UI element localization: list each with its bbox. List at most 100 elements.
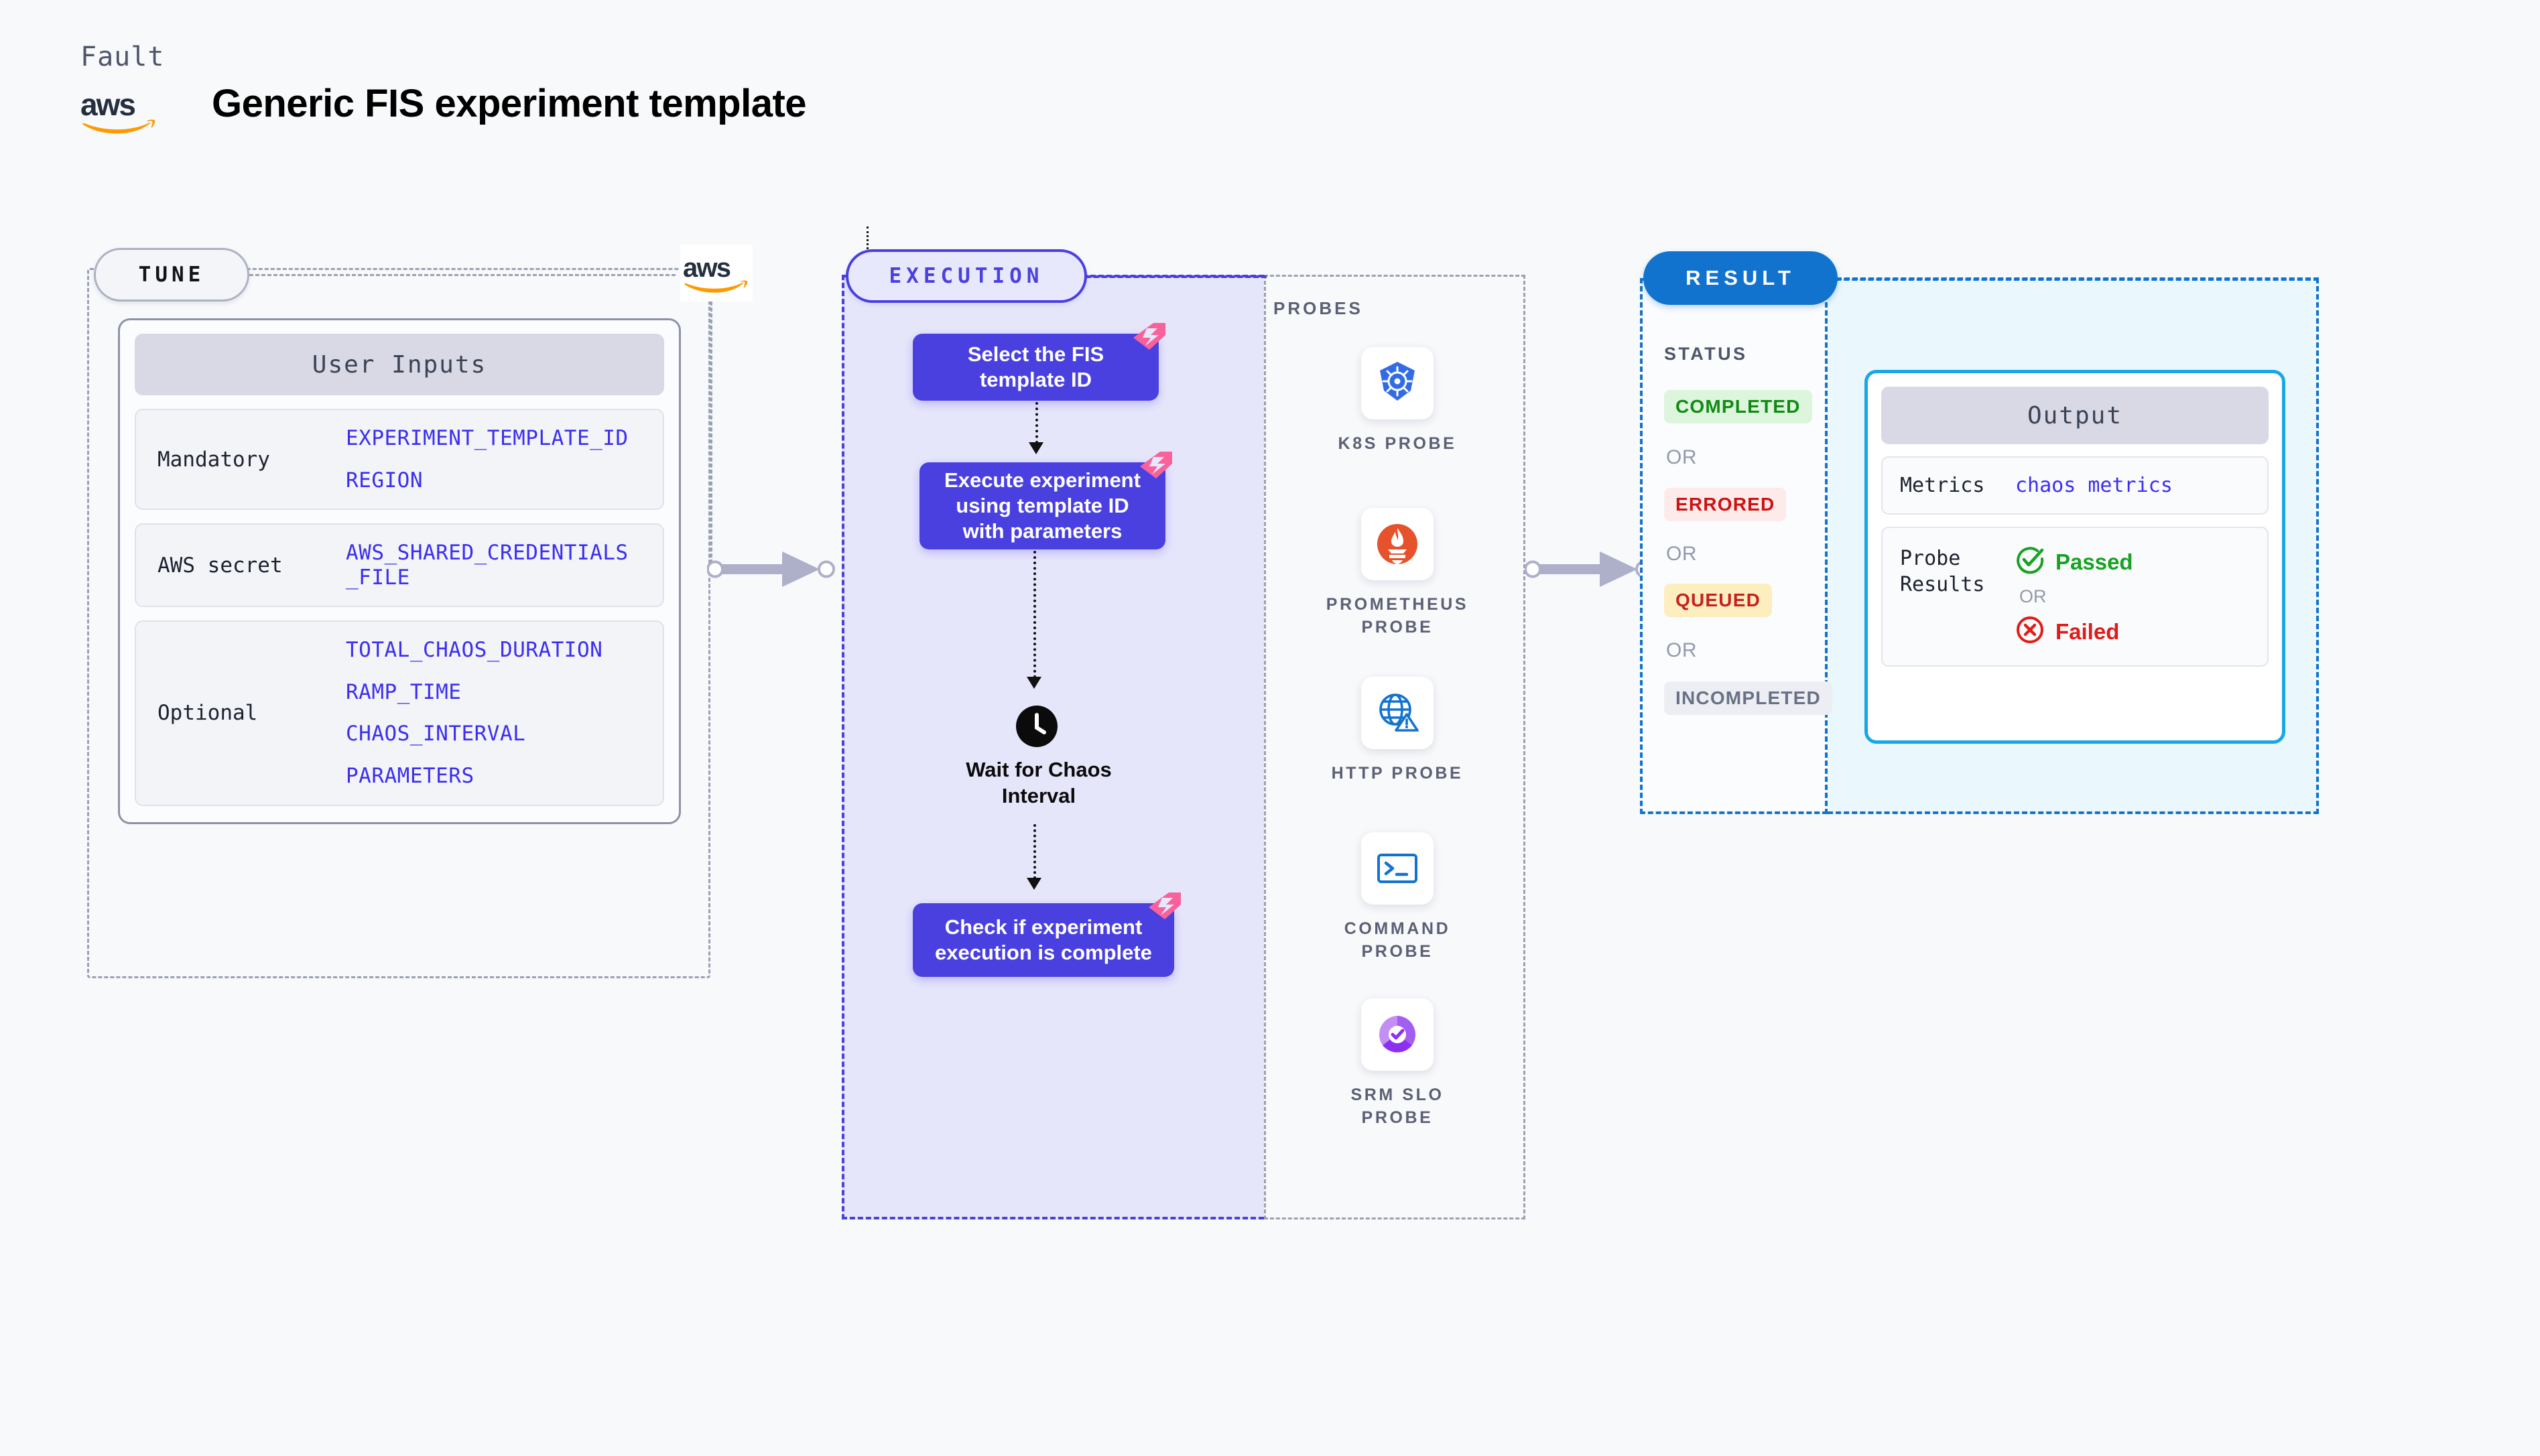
svg-text:aws: aws (80, 87, 135, 122)
execution-pill-connector (1086, 275, 1267, 278)
eyebrow-label: Fault (80, 42, 165, 72)
status-badge-label: QUEUED (1675, 590, 1761, 610)
tune-row-label: AWS secret (157, 553, 283, 578)
tune-row-values: TOTAL_CHAOS_DURATION RAMP_TIME CHAOS_INT… (346, 638, 602, 788)
probes-title: PROBES (1273, 298, 1363, 318)
http-globe-icon (1361, 677, 1434, 749)
arrowhead-step2-wait (1027, 677, 1041, 689)
user-inputs-title: User Inputs (135, 334, 664, 395)
arrowhead-wait-step3 (1027, 878, 1041, 890)
aws-logo-small: aws (680, 245, 753, 302)
variable-total-chaos-duration: TOTAL_CHAOS_DURATION (346, 638, 603, 663)
output-title: Output (1881, 387, 2269, 444)
probe-item-k8s[interactable]: K8S PROBE (1297, 347, 1498, 456)
litmuschaos-icon (1137, 448, 1175, 481)
execution-stage-pill[interactable]: EXECUTION (846, 249, 1087, 303)
terminal-icon (1361, 832, 1434, 905)
clock-icon (1016, 706, 1058, 747)
probe-item-command[interactable]: COMMAND PROBE (1297, 832, 1498, 964)
failed-label: Failed (2055, 618, 2120, 644)
tune-row-label: Mandatory (157, 447, 270, 472)
tune-pill-label: TUNE (138, 263, 205, 287)
execution-step-execute-experiment[interactable]: Execute experiment using template ID wit… (919, 452, 1172, 549)
page-header: Fault aws Generic FIS experiment templat… (80, 42, 807, 137)
execution-top-connector (867, 226, 869, 253)
wait-for-chaos-label: Wait for Chaos Interval (966, 758, 1112, 807)
user-inputs-card: User Inputs Mandatory EXPERIMENT_TEMPLAT… (118, 318, 681, 824)
probe-label: K8S PROBE (1338, 434, 1457, 453)
or-separator: OR (1666, 639, 1697, 661)
connector-step1-step2 (1035, 402, 1038, 444)
prometheus-icon (1361, 508, 1434, 580)
probe-item-prometheus[interactable]: PROMETHEUS PROBE (1297, 508, 1498, 639)
passed-label: Passed (2055, 549, 2133, 574)
page-title: Generic FIS experiment template (212, 82, 807, 125)
output-card: Output Metrics chaos metrics Probe Resul… (1864, 370, 2285, 744)
output-row-probe-results: Probe Results Passed OR (1881, 527, 2269, 667)
probe-label: SRM SLO PROBE (1350, 1085, 1444, 1127)
variable-chaos-interval: CHAOS_INTERVAL (346, 722, 526, 746)
status-badge-queued: QUEUED (1664, 584, 1772, 617)
result-stage-pill[interactable]: RESULT (1643, 251, 1838, 305)
output-row-metrics: Metrics chaos metrics (1881, 456, 2269, 515)
litmuschaos-icon (1131, 319, 1168, 352)
status-badge-label: ERRORED (1675, 494, 1775, 515)
execution-step-check-complete[interactable]: Check if experiment execution is complet… (913, 892, 1181, 977)
srm-slo-icon (1361, 998, 1434, 1071)
tune-row-optional: Optional TOTAL_CHAOS_DURATION RAMP_TIME … (135, 620, 664, 806)
arrow-execution-to-result (1524, 546, 1659, 593)
aws-logo: aws (80, 87, 160, 137)
status-badge-label: COMPLETED (1675, 396, 1801, 417)
arrowhead-step1-step2 (1029, 442, 1043, 454)
status-badge-completed: COMPLETED (1664, 390, 1812, 423)
probe-result-failed: Failed (2015, 615, 2133, 648)
probe-label: PROMETHEUS PROBE (1326, 595, 1469, 637)
tune-panel (87, 268, 710, 978)
tune-stage-pill[interactable]: TUNE (94, 248, 249, 302)
execution-pill-label: EXECUTION (889, 264, 1044, 288)
arrow-tune-to-execution (706, 546, 841, 593)
metrics-label: Metrics (1900, 474, 1985, 497)
probe-result-passed: Passed (2015, 545, 2133, 578)
execution-panel (842, 275, 1264, 1219)
execution-step-select-template[interactable]: Select the FIS template ID (913, 323, 1165, 401)
tune-row-aws-secret: AWS secret AWS_SHARED_CREDENTIALS _FILE (135, 523, 664, 608)
aws-vertical-connector (710, 302, 712, 570)
probe-item-srm-slo[interactable]: SRM SLO PROBE (1297, 998, 1498, 1130)
or-separator: OR (2019, 586, 2047, 606)
probe-results-label: Probe Results (1900, 547, 1985, 596)
status-badge-label: INCOMPLETED (1675, 687, 1821, 708)
status-title: STATUS (1664, 344, 1748, 364)
probe-label: HTTP PROBE (1331, 764, 1464, 783)
or-separator: OR (1666, 543, 1697, 565)
probe-label: COMMAND PROBE (1344, 919, 1451, 961)
status-badge-errored: ERRORED (1664, 488, 1787, 521)
execution-step-text: Check if experiment execution is complet… (935, 915, 1152, 964)
status-badge-incompleted: INCOMPLETED (1664, 681, 1832, 715)
connector-step2-wait (1033, 551, 1036, 678)
variable-experiment-template-id: EXPERIMENT_TEMPLATE_ID (346, 426, 629, 450)
variable-aws-shared-credentials-file: AWS_SHARED_CREDENTIALS _FILE (346, 541, 629, 590)
tune-row-mandatory: Mandatory EXPERIMENT_TEMPLATE_ID REGION (135, 409, 664, 511)
connector-wait-step3 (1033, 824, 1036, 879)
variable-ramp-time: RAMP_TIME (346, 679, 462, 704)
probe-results-values: Passed OR Failed (2015, 545, 2133, 648)
header-logo-block: Fault aws (80, 42, 194, 137)
result-status-column (1640, 278, 1828, 814)
tune-row-label: Optional (157, 701, 258, 726)
or-separator: OR (1666, 446, 1697, 468)
check-circle-icon (2015, 545, 2045, 578)
execution-step-text: Select the FIS template ID (967, 342, 1104, 391)
svg-text:aws: aws (683, 253, 731, 283)
metrics-value[interactable]: chaos metrics (2015, 474, 2173, 497)
probe-item-http[interactable]: HTTP PROBE (1297, 677, 1498, 785)
tune-row-values: AWS_SHARED_CREDENTIALS _FILE (346, 541, 629, 590)
result-pill-label: RESULT (1686, 266, 1795, 289)
variable-region: REGION (346, 468, 423, 492)
tune-aws-connector (249, 274, 676, 276)
litmuschaos-icon (1146, 888, 1184, 922)
kubernetes-icon (1361, 347, 1434, 419)
execution-step-text: Execute experiment using template ID wit… (944, 468, 1141, 543)
x-circle-icon (2015, 615, 2045, 648)
tune-row-values: EXPERIMENT_TEMPLATE_ID REGION (346, 426, 629, 492)
